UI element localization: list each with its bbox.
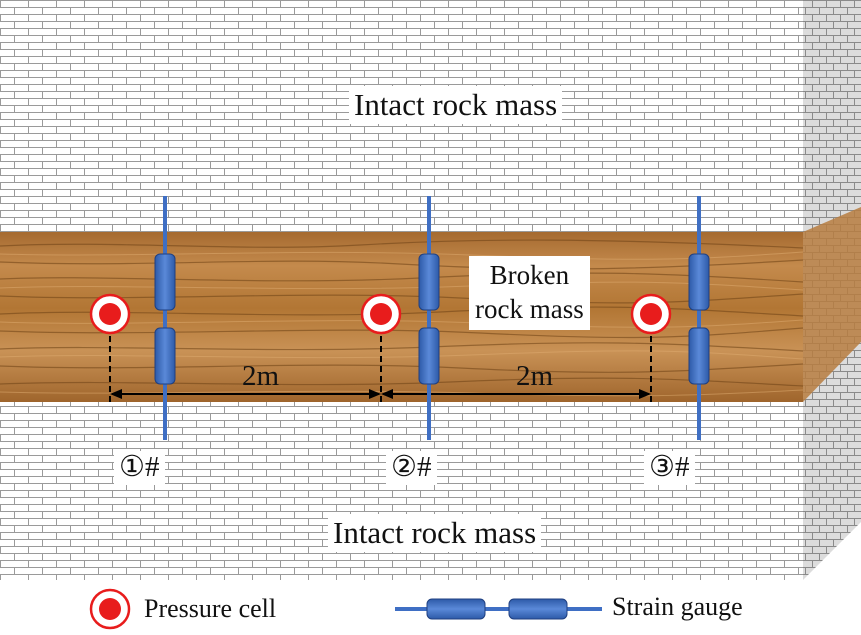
strain-gauge-3 (688, 196, 710, 440)
broken-rock-label-line2: rock mass (475, 293, 584, 324)
intact-rock-top-label: Intact rock mass (349, 86, 563, 125)
legend-pressure-cell-icon (89, 588, 131, 630)
spacing-label-2: 2m (516, 360, 554, 392)
broken-rock-label-line1: Broken (489, 260, 570, 290)
legend-strain-gauge-label: Strain gauge (612, 592, 743, 621)
spacing-label-1: 2m (242, 360, 280, 392)
legend-strain-gauge-icon (395, 598, 602, 620)
strain-gauge-1 (154, 196, 176, 440)
pressure-cell-2 (360, 293, 402, 335)
borehole-label-3: ③# (644, 451, 695, 485)
borehole-label-1: ①# (114, 451, 165, 485)
legend-pressure-cell-label: Pressure cell (144, 594, 277, 623)
intact-rock-bottom-label: Intact rock mass (328, 514, 542, 553)
broken-rock-layer (0, 207, 861, 402)
pressure-cell-1 (89, 293, 131, 335)
borehole-label-2: ②# (386, 451, 437, 485)
pressure-cell-3 (630, 293, 672, 335)
broken-rock-label: Broken rock mass (469, 256, 590, 330)
strain-gauge-2 (418, 196, 440, 440)
